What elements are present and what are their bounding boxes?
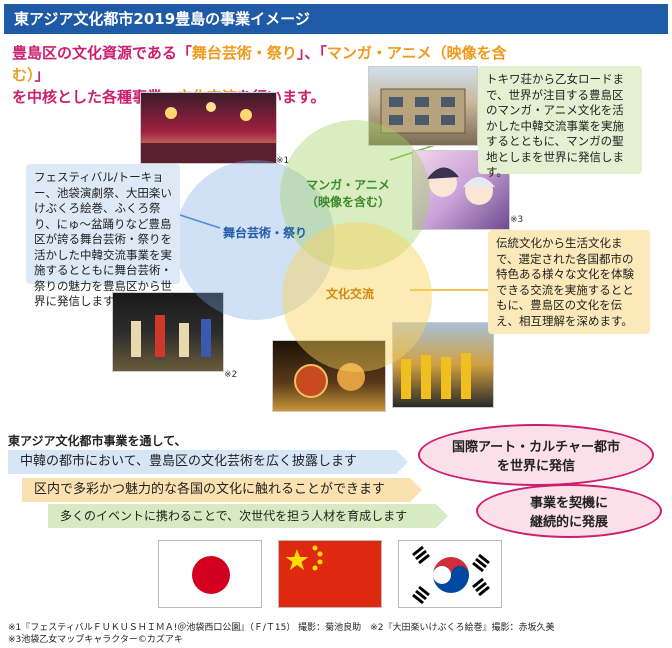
stage-arts-description: フェスティバル/トーキョー、池袋演劇祭、大田楽いけぶくろ絵巻、ふくろ祭り、にゅ～… bbox=[26, 164, 180, 308]
intro-text-part: 」 bbox=[34, 66, 50, 84]
stage-arts-circle bbox=[175, 160, 335, 320]
note-2: ※2 bbox=[224, 370, 238, 380]
benefit-text-3: 多くのイベントに携わることで、次世代を担う人材を育成します bbox=[60, 509, 408, 523]
intro-line-1: 豊島区の文化資源である「舞台芸術・祭り」、「マンガ・アニメ（映像を含む）」 bbox=[12, 42, 542, 86]
outcome-oval-1: 国際アート・カルチャー都市 を世界に発信 bbox=[418, 424, 654, 486]
note-3: ※3 bbox=[510, 215, 524, 225]
cultural-exchange-label: 文化交流 bbox=[325, 287, 374, 301]
china-flag bbox=[278, 540, 382, 608]
arrow-2-shape bbox=[22, 478, 422, 502]
benefit-arrow-1: 中韓の都市において、豊島区の文化芸術を広く披露します bbox=[8, 450, 408, 474]
intro-highlight-manga: マンガ・アニメ（映像を含む） bbox=[12, 44, 507, 84]
outcome-1-line-2: を世界に発信 bbox=[496, 459, 575, 474]
festival-photo-graphic bbox=[141, 102, 276, 163]
tokiwaso-photo-graphic bbox=[380, 88, 466, 134]
intro-highlight-stage: 舞台芸術・祭り bbox=[191, 44, 297, 62]
footnote-1: ※1『フェスティバルＦＵＫＵＳＨＩＭＡ!＠池袋西口公園』（Ｆ/Ｔ15） 撮影：菊… bbox=[8, 623, 555, 633]
japan-flag bbox=[158, 540, 262, 608]
page-header: 東アジア文化都市2019豊島の事業イメージ bbox=[4, 4, 668, 34]
page-title: 東アジア文化都市2019豊島の事業イメージ bbox=[14, 10, 310, 28]
china-flag-graphic bbox=[285, 545, 323, 571]
outcome-oval-2: 事業を契機に 継続的に発展 bbox=[476, 484, 662, 538]
benefit-arrow-2: 区内で多彩かつ魅力的な各国の文化に触れることができます bbox=[22, 478, 422, 502]
benefit-text-1: 中韓の都市において、豊島区の文化芸術を広く披露します bbox=[20, 454, 357, 469]
manga-anime-label: マンガ・アニメ （映像を含む） bbox=[305, 178, 390, 209]
korea-flag bbox=[398, 540, 502, 608]
japan-flag-graphic bbox=[192, 556, 230, 594]
parade-photo-graphic bbox=[401, 353, 471, 399]
otagaku-photo bbox=[112, 292, 224, 372]
otagaku-photo-graphic bbox=[131, 315, 211, 357]
parade-photo bbox=[392, 322, 494, 408]
intro-text-part: を中核とした各種事業、 bbox=[12, 88, 178, 106]
stage-arts-label: 舞台芸術・祭り bbox=[222, 226, 307, 240]
bottom-lead: 東アジア文化都市事業を通して、 bbox=[8, 434, 187, 448]
intro-text-part: 豊島区の文化資源である「 bbox=[12, 44, 192, 62]
drum-performance-graphic bbox=[294, 363, 365, 398]
outcome-1-line-1: 国際アート・カルチャー都市 bbox=[451, 440, 621, 455]
outcome-2-line-1: 事業を契機に bbox=[529, 496, 608, 511]
note-1: ※1 bbox=[276, 156, 290, 166]
benefit-arrow-3: 多くのイベントに携わることで、次世代を担う人材を育成します bbox=[48, 504, 448, 528]
intro-text-part: 」、「 bbox=[296, 44, 327, 62]
cultural-exchange-circle bbox=[282, 222, 432, 372]
anime-character-graphic bbox=[427, 167, 495, 205]
tokiwaso-photo bbox=[368, 66, 478, 146]
manga-anime-circle bbox=[280, 120, 430, 270]
cultural-exchange-description: 伝統文化から生活文化まで、選定された各国都市の特色ある様々な文化を体験できる交流… bbox=[488, 230, 650, 334]
festival-photo bbox=[140, 92, 277, 164]
drum-performance-photo bbox=[272, 340, 386, 412]
benefit-text-2: 区内で多彩かつ魅力的な各国の文化に触れることができます bbox=[34, 482, 386, 497]
arrow-3-shape bbox=[48, 504, 448, 528]
korea-flag-graphic bbox=[412, 545, 490, 605]
footnote-2: ※3池袋乙女マップキャラクター©カズアキ bbox=[8, 635, 183, 645]
stage-connector bbox=[179, 214, 221, 229]
outcome-2-line-2: 継続的に発展 bbox=[529, 515, 608, 530]
arrow-1-shape bbox=[8, 450, 408, 474]
manga-anime-description: トキワ荘から乙女ロードまで、世界が注目する豊島区のマンガ・アニメ文化を活かした中… bbox=[478, 66, 642, 179]
